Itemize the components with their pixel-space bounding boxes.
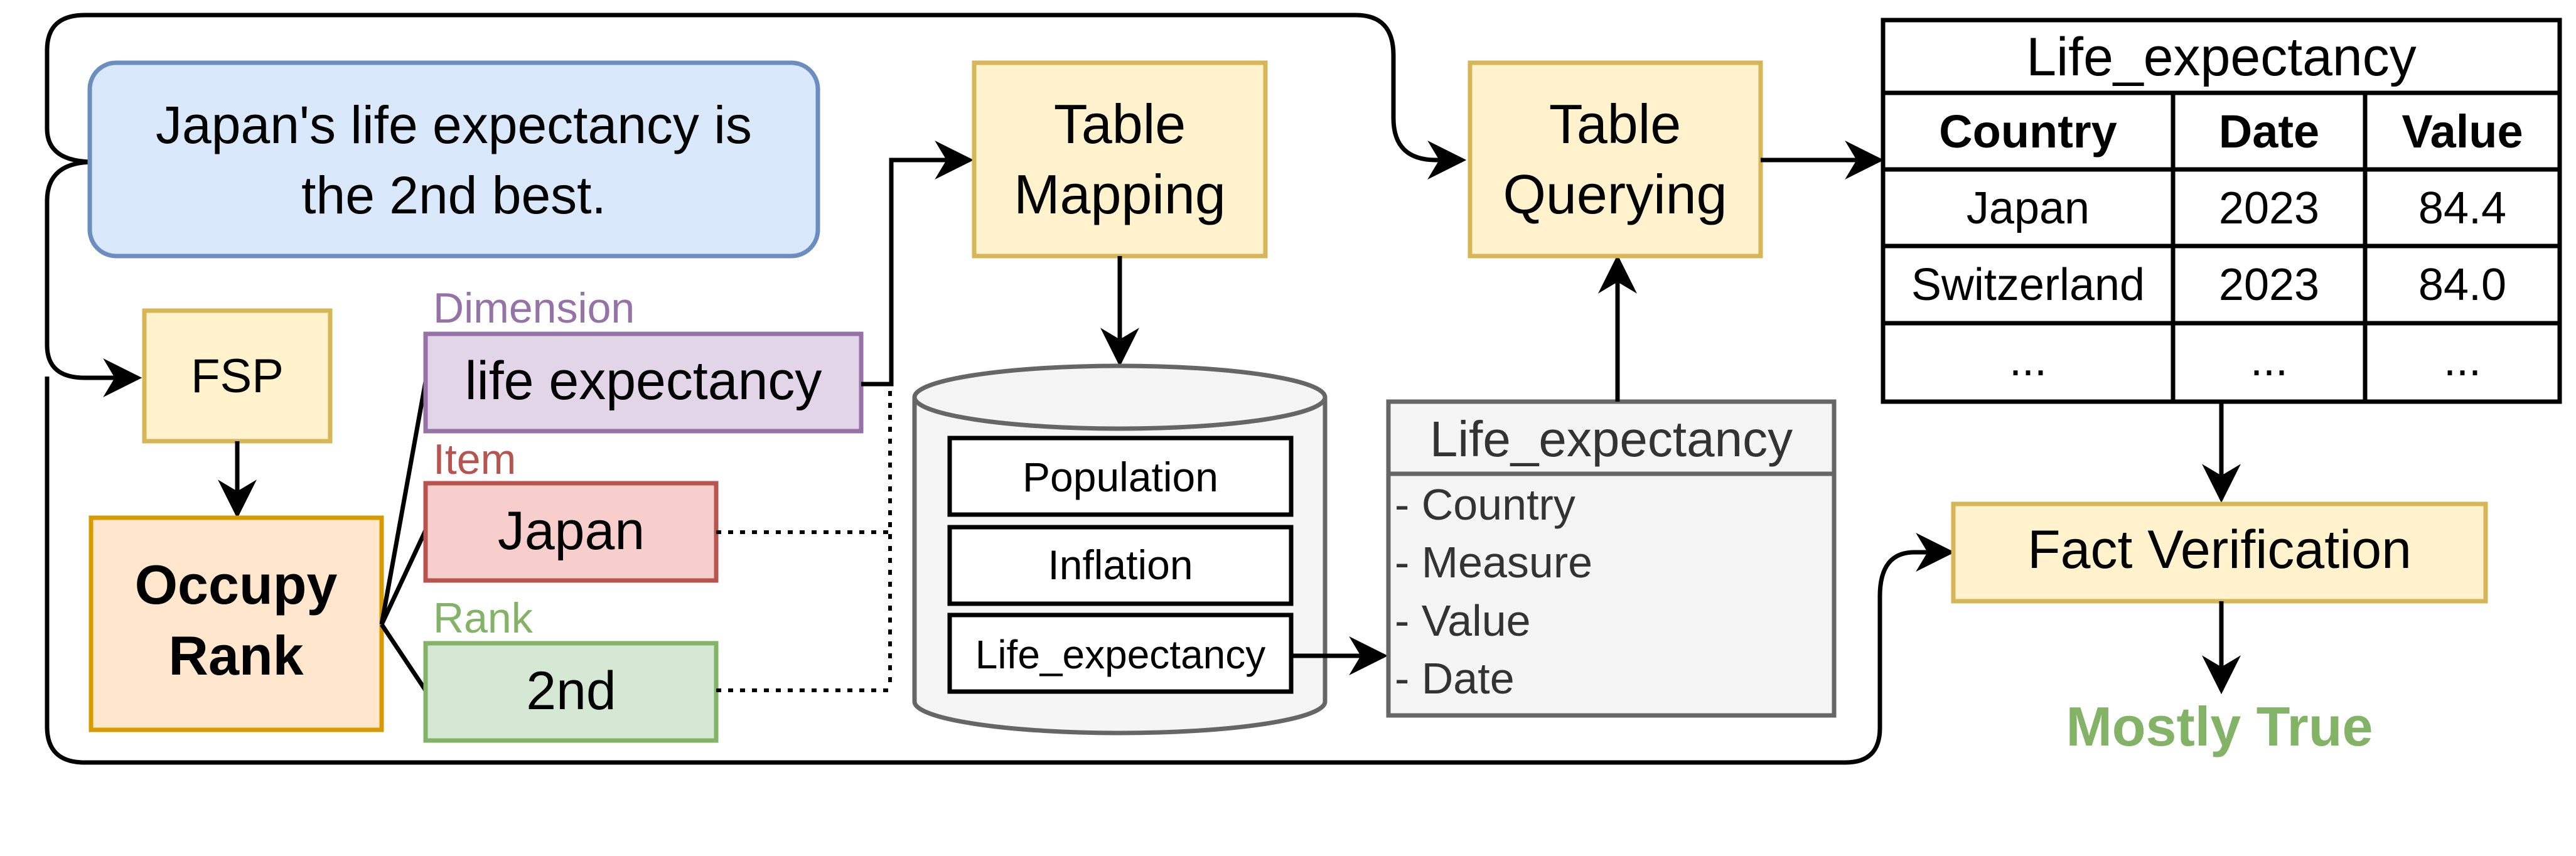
occupy-to-rank-line	[380, 623, 427, 692]
schema-field-country: - Country	[1395, 480, 1575, 529]
occupy-to-item-line	[379, 529, 428, 626]
item-tag: Item	[433, 436, 516, 483]
table-mapping-line1: Table	[1054, 93, 1186, 155]
occupy-rank-line1: Occupy	[135, 554, 338, 616]
claim-box	[87, 60, 820, 259]
result-cell-1-0: Switzerland	[1911, 260, 2145, 310]
item-value: Japan	[498, 501, 645, 561]
dimension-to-mapping-arrow	[861, 141, 974, 387]
result-cell-2-2: ...	[2444, 335, 2481, 385]
dimension-tag: Dimension	[433, 284, 635, 332]
result-col-country: Country	[1939, 105, 2117, 158]
result-col-date: Date	[2219, 105, 2319, 158]
dimension-dotted-link	[861, 382, 892, 689]
table-querying-line1: Table	[1549, 93, 1681, 155]
result-table	[1881, 18, 2562, 404]
db-table-inflation-label: Inflation	[1048, 542, 1193, 588]
db-table-inflation	[947, 525, 1294, 606]
occupy-rank-box	[89, 515, 384, 732]
outer-loop-connector	[45, 13, 1467, 179]
table-mapping-line2: Mapping	[1014, 163, 1226, 225]
fact-verification-box	[1951, 501, 2488, 604]
claim-text-line2: the 2nd best.	[301, 166, 606, 225]
result-cell-0-1: 2023	[2219, 183, 2319, 233]
occupy-to-dimension-line	[379, 381, 428, 625]
verdict-label: Mostly True	[2066, 695, 2373, 757]
db-table-life-expectancy-label: Life_expectancy	[975, 632, 1266, 677]
db-table-population	[947, 436, 1294, 517]
bottom-loop-connector	[45, 377, 1955, 765]
schema-field-measure: - Measure	[1395, 538, 1592, 587]
result-table-title: Life_expectancy	[2026, 27, 2417, 87]
result-cell-0-0: Japan	[1967, 183, 2090, 233]
result-cell-2-0: ...	[2009, 335, 2047, 385]
schema-field-value: - Value	[1395, 596, 1531, 645]
item-box	[423, 481, 719, 583]
result-cell-2-1: ...	[2250, 335, 2288, 385]
dimension-value: life expectancy	[465, 351, 822, 411]
table-querying-line2: Querying	[1503, 163, 1727, 225]
rank-tag: Rank	[433, 594, 534, 642]
result-cell-1-2: 84.0	[2418, 260, 2506, 310]
table-querying-box	[1468, 60, 1763, 259]
fact-verification-label: Fact Verification	[2027, 520, 2412, 580]
table-mapping-box	[972, 60, 1268, 259]
fsp-box	[142, 308, 333, 444]
schema-field-date: - Date	[1395, 654, 1515, 703]
rank-value: 2nd	[526, 661, 616, 721]
schema-box	[1386, 399, 1837, 718]
fsp-label: FSP	[191, 350, 284, 403]
db-table-population-label: Population	[1022, 454, 1218, 500]
result-cell-0-2: 84.4	[2418, 183, 2506, 233]
claim-text-line1: Japan's life expectancy is	[156, 95, 752, 154]
db-table-life-expectancy	[947, 613, 1294, 694]
result-cell-1-1: 2023	[2219, 260, 2319, 310]
schema-title: Life_expectancy	[1430, 411, 1793, 467]
loop-to-fsp-connector	[45, 159, 142, 397]
occupy-rank-line2: Rank	[168, 624, 304, 687]
result-col-value: Value	[2402, 105, 2523, 158]
